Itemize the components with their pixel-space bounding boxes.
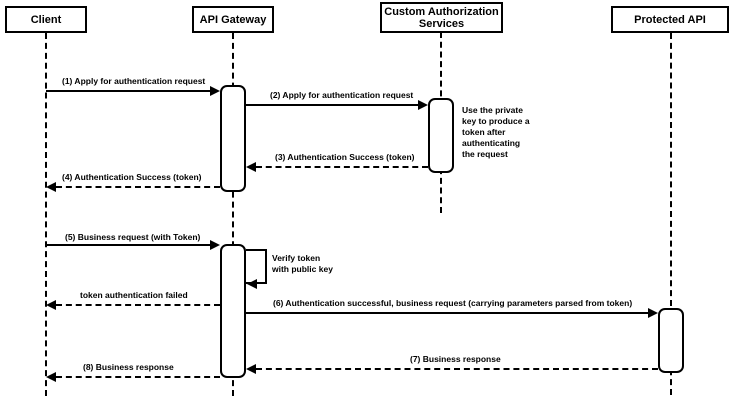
lifeline-client <box>45 33 47 396</box>
actor-box-custom-auth: Custom Authorization Services <box>380 2 503 33</box>
message-4-label: (4) Authentication Success (token) <box>62 172 202 182</box>
message-3-line <box>256 166 428 168</box>
activation-bar-api-gateway-1 <box>220 85 246 192</box>
lifeline-api-gateway <box>232 33 234 396</box>
actor-label-api-gateway: API Gateway <box>199 13 267 26</box>
self-message-arrowhead-icon <box>247 279 257 289</box>
message-token-failed-line <box>56 304 220 306</box>
message-7-line <box>256 368 658 370</box>
actor-box-client: Client <box>5 6 87 33</box>
message-8-line <box>56 376 220 378</box>
actor-box-protected-api: Protected API <box>611 6 729 33</box>
message-3-label: (3) Authentication Success (token) <box>275 152 415 162</box>
message-7-arrowhead-icon <box>246 364 256 374</box>
actor-label-protected-api: Protected API <box>634 13 706 26</box>
message-1-label: (1) Apply for authentication request <box>62 76 206 86</box>
message-5-line <box>46 244 211 246</box>
message-2-arrowhead-icon <box>418 100 428 110</box>
message-8-arrowhead-icon <box>46 372 56 382</box>
message-3-arrowhead-icon <box>246 162 256 172</box>
message-1-arrowhead-icon <box>210 86 220 96</box>
message-2-label: (2) Apply for authentication request <box>270 90 414 100</box>
private-key-note: Use the private key to produce a token a… <box>462 105 530 159</box>
message-1-line <box>46 90 211 92</box>
message-5-label: (5) Business request (with Token) <box>65 232 201 242</box>
message-6-line <box>246 312 649 314</box>
message-2-line <box>246 104 419 106</box>
message-4-line <box>56 186 220 188</box>
message-token-failed-arrowhead-icon <box>46 300 56 310</box>
activation-bar-custom-auth <box>428 98 454 173</box>
activation-bar-protected-api <box>658 308 684 373</box>
lifeline-protected-api <box>670 33 672 395</box>
message-8-label: (8) Business response <box>83 362 174 372</box>
actor-box-api-gateway: API Gateway <box>192 6 274 33</box>
message-4-arrowhead-icon <box>46 182 56 192</box>
verify-token-note: Verify token with public key <box>272 253 333 274</box>
activation-bar-api-gateway-2 <box>220 244 246 378</box>
message-6-label: (6) Authentication successful, business … <box>273 298 633 308</box>
message-6-arrowhead-icon <box>648 308 658 318</box>
actor-label-client: Client <box>30 13 62 26</box>
message-5-arrowhead-icon <box>210 240 220 250</box>
actor-label-custom-auth: Custom Authorization Services <box>384 5 499 30</box>
message-token-failed-label: token authentication failed <box>80 290 188 300</box>
message-7-label: (7) Business response <box>410 354 501 364</box>
